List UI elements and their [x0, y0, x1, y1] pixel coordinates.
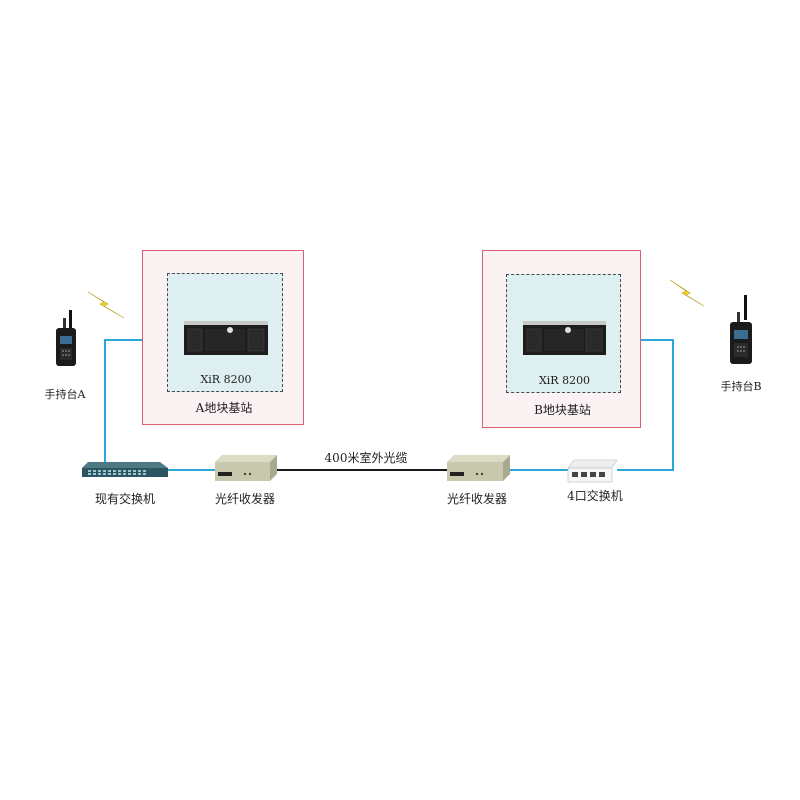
media-converter-icon	[215, 455, 277, 481]
station-b-box: XiR 8200 B地块基站	[482, 250, 641, 428]
station-b-name-label: B地块基站	[534, 403, 591, 417]
fiber-cable-label: 400米室外光缆	[324, 451, 408, 465]
station-a-box: XiR 8200 A地块基站	[142, 250, 304, 425]
repeater-icon	[523, 321, 606, 355]
switch-4port-label: 4口交换机	[567, 489, 623, 503]
handheld-radio-icon	[56, 310, 76, 366]
network-switch-icon	[567, 459, 618, 483]
network-switch-icon	[82, 462, 168, 477]
radio-b-label: 手持台B	[720, 380, 762, 393]
station-a-name-label: A地块基站	[195, 401, 253, 415]
station-a-equipment-area: XiR 8200	[167, 273, 283, 392]
repeater-icon	[184, 321, 268, 355]
existing-switch-label: 现有交换机	[94, 492, 155, 506]
media-converter-icon	[447, 455, 510, 481]
lightning-signal-icon	[669, 279, 705, 307]
converter-right-label: 光纤收发器	[446, 492, 507, 506]
converter-left-label: 光纤收发器	[214, 492, 275, 506]
lightning-signal-icon	[87, 291, 125, 319]
station-a-model-label: XiR 8200	[200, 373, 252, 386]
radio-a-label: 手持台A	[44, 388, 86, 401]
handheld-radio-icon	[730, 295, 752, 364]
station-b-equipment-area: XiR 8200	[506, 274, 621, 393]
station-b-model-label: XiR 8200	[538, 374, 591, 387]
ethernet-line-4port-to-station-b	[617, 339, 674, 471]
ethernet-line-switch-to-station-a	[104, 339, 142, 465]
